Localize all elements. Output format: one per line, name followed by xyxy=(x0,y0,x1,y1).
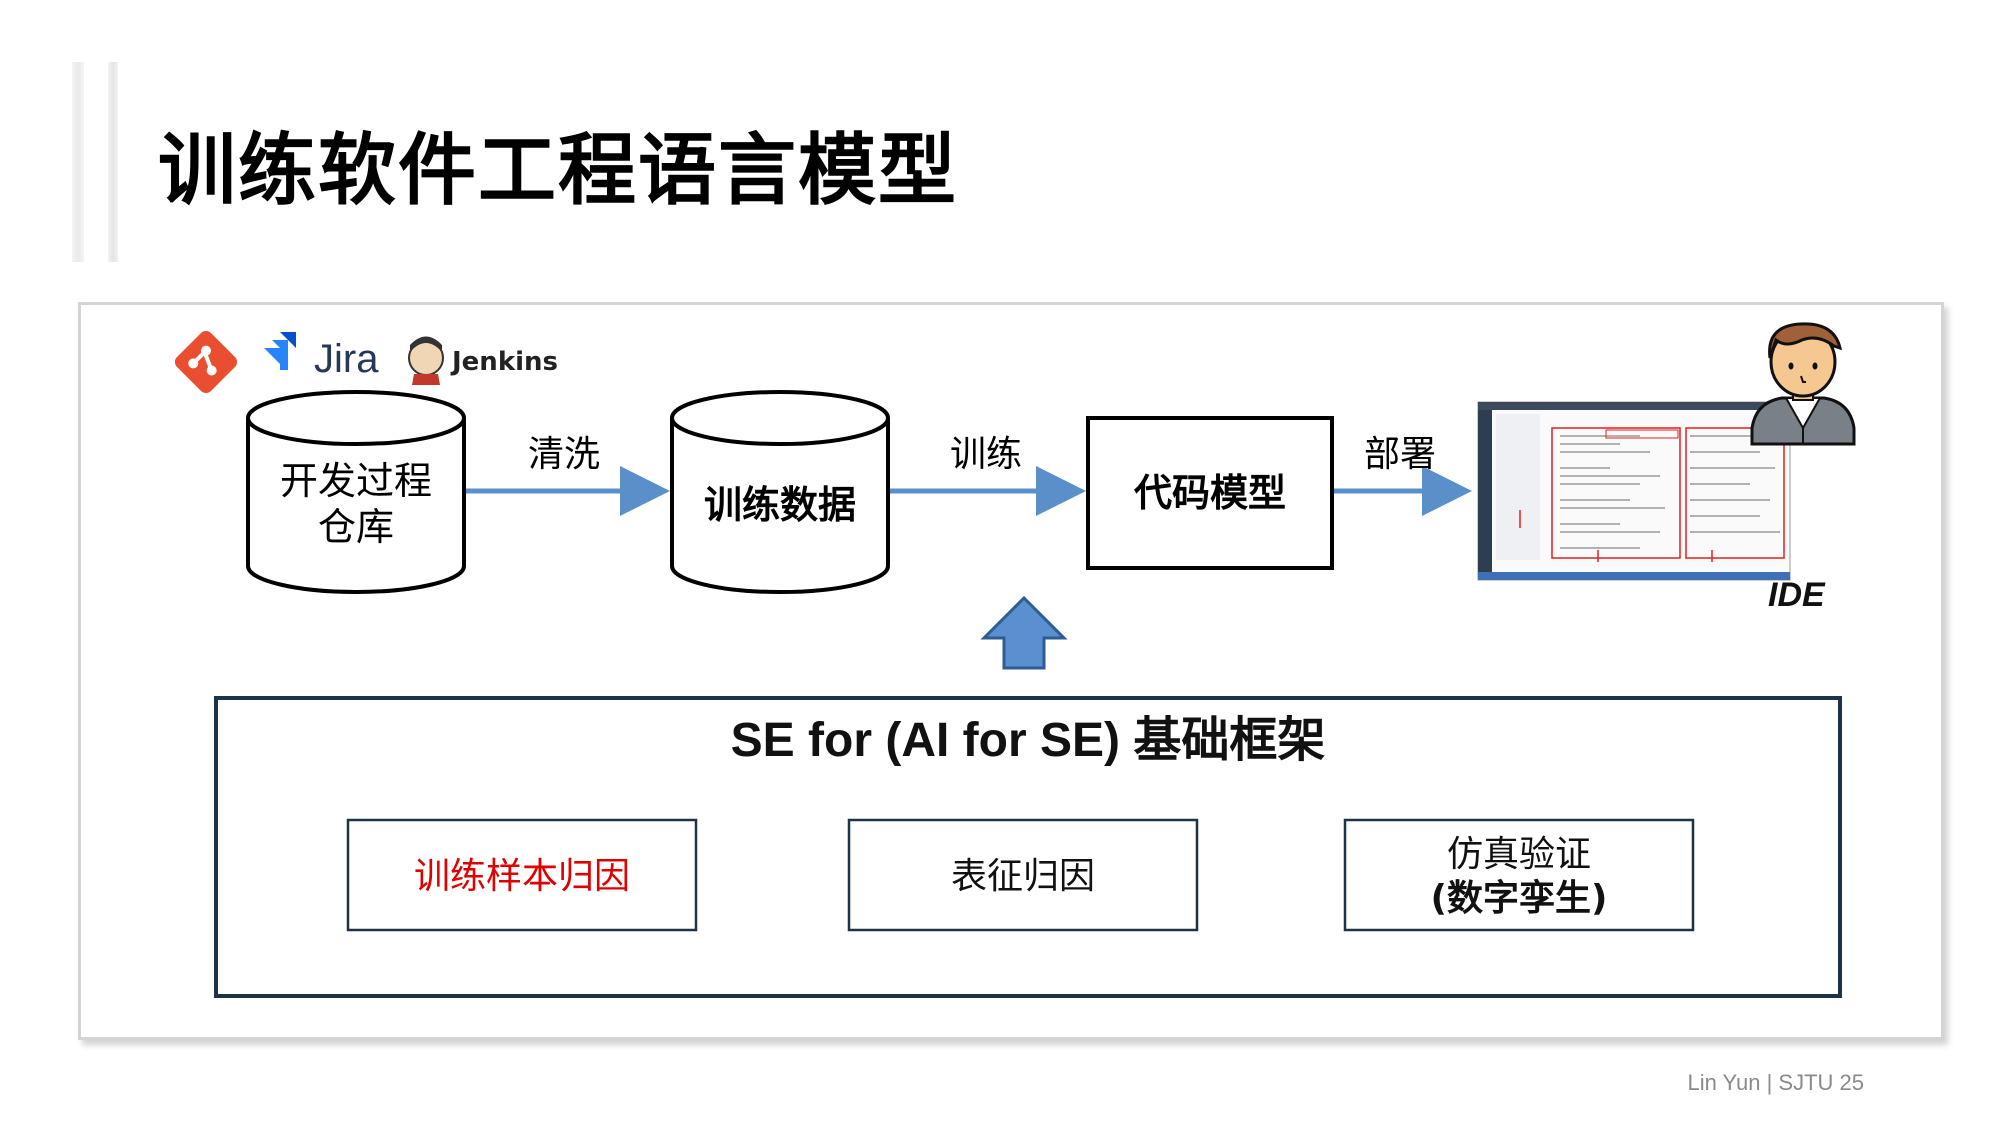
sample-attribution-label: 训练样本归因 xyxy=(414,856,630,897)
up-arrow-icon xyxy=(980,595,1068,670)
ide-label: IDE xyxy=(1768,576,1826,614)
arrow-deploy-label: 部署 xyxy=(1364,434,1436,475)
jira-wordmark: Jira xyxy=(314,337,379,381)
decorative-bar-right xyxy=(108,62,118,262)
code-model-label: 代码模型 xyxy=(1134,471,1286,515)
simulation-validation-label-line1: 仿真验证 xyxy=(1447,834,1591,875)
training-data-cylinder: 训练数据 xyxy=(670,390,890,594)
jenkins-butler-icon xyxy=(408,336,444,385)
developer-avatar-icon xyxy=(1750,322,1856,446)
arrow-train-label: 训练 xyxy=(950,434,1022,475)
slide-footer: Lin Yun | SJTU 25 xyxy=(1687,1070,1864,1095)
repository-label-line2: 仓库 xyxy=(318,505,394,549)
arrow-clean-label: 清洗 xyxy=(528,434,600,475)
repository-cylinder: 开发过程 仓库 xyxy=(246,390,466,594)
framework-frame: SE for (AI for SE) 基础框架 xyxy=(214,696,1842,998)
representation-attribution-label: 表征归因 xyxy=(951,856,1095,897)
slide-title: 训练软件工程语言模型 xyxy=(158,126,959,216)
jenkins-logo: Jenkins xyxy=(408,336,558,385)
jira-logo: Jira xyxy=(264,332,379,381)
simulation-validation-box: 仿真验证 (数字孪生) xyxy=(1343,818,1695,932)
repository-label-line1: 开发过程 xyxy=(280,459,432,503)
decorative-bar-left xyxy=(72,62,84,262)
jenkins-wordmark: Jenkins xyxy=(450,347,558,377)
framework-title: SE for (AI for SE) 基础框架 xyxy=(731,714,1326,767)
representation-attribution-box: 表征归因 xyxy=(847,818,1199,932)
simulation-validation-label-line2: (数字孪生) xyxy=(1431,877,1608,919)
code-model-box: 代码模型 xyxy=(1086,416,1334,570)
sample-attribution-box: 训练样本归因 xyxy=(346,818,698,932)
ide-screenshot xyxy=(1477,401,1791,581)
jira-icon xyxy=(264,332,296,370)
git-logo-icon xyxy=(174,330,238,394)
training-data-label: 训练数据 xyxy=(704,483,856,527)
